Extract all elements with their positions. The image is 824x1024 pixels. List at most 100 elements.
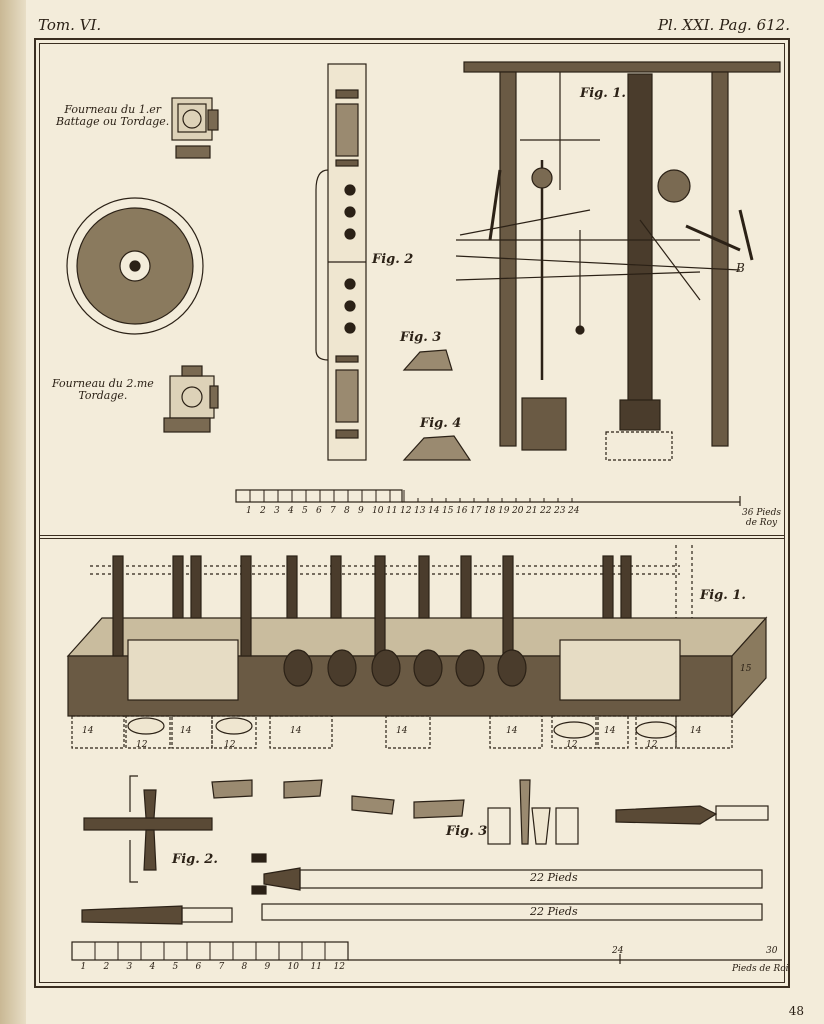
chisel-pieces xyxy=(211,779,465,819)
bottom-fig2-cross xyxy=(83,775,213,883)
bin-mark: 14 xyxy=(396,726,408,736)
bin-mark: 14 xyxy=(506,726,518,736)
bottom-scale-number: 2 xyxy=(103,962,110,972)
top-scale-number: 2 xyxy=(260,506,266,516)
egg-pot xyxy=(371,649,401,687)
fig1-machine-drawing xyxy=(455,61,781,461)
top-scale-number: 3 xyxy=(274,506,280,516)
furnace-2-drawing xyxy=(163,365,219,433)
crucible xyxy=(172,555,184,619)
bottom-fig3-tongs xyxy=(487,779,579,845)
bin-mark: 12 xyxy=(566,740,578,750)
bottom-scale-bar xyxy=(71,941,782,964)
top-scale-number: 11 xyxy=(386,506,398,516)
egg-pots-row xyxy=(283,649,527,687)
top-scale-number: 10 xyxy=(372,506,384,516)
dashed-bin xyxy=(489,715,543,749)
dashed-bin xyxy=(171,715,213,749)
fig3-wedge xyxy=(402,349,453,371)
top-scale-number: 7 xyxy=(330,506,336,516)
bin-mark: 12 xyxy=(136,740,148,750)
knife-tool xyxy=(615,805,769,825)
fig4-wedge xyxy=(402,435,472,461)
egg-pot xyxy=(497,649,527,687)
page-number: 48 xyxy=(788,1004,804,1018)
bin-mark: 12 xyxy=(646,740,658,750)
top-scale-number: 16 xyxy=(456,506,468,516)
top-scale-number: 4 xyxy=(288,506,294,516)
crucible xyxy=(460,555,472,619)
bottom-scale-unit: Pieds de Roi xyxy=(732,964,789,974)
long-rods xyxy=(81,853,763,925)
bin-mark: 14 xyxy=(290,726,302,736)
top-scale-number: 17 xyxy=(470,506,482,516)
bin-mark: 14 xyxy=(604,726,616,736)
bottom-scale-mid: 24 xyxy=(612,946,624,956)
plate-label: Pl. XXI. Pag. 612. xyxy=(657,16,790,34)
rod1-length-label: 22 Pieds xyxy=(530,871,578,884)
dashed-bin xyxy=(597,715,629,749)
bottom-scale-number: 12 xyxy=(333,962,345,972)
point-b-label: B xyxy=(736,261,745,275)
furnace-1-caption: Fourneau du 1.er Battage ou Tordage. xyxy=(56,103,170,128)
crucibles-row xyxy=(112,555,632,657)
egg-pot xyxy=(327,649,357,687)
bin-mark: 15 xyxy=(740,664,752,674)
top-scale-number: 22 xyxy=(540,506,552,516)
bottom-scale-number: 11 xyxy=(310,962,322,972)
inner-frame xyxy=(39,43,785,983)
top-fig3-label: Fig. 3 xyxy=(400,330,442,345)
crucible xyxy=(374,555,386,657)
top-scale-number: 9 xyxy=(358,506,364,516)
crucible xyxy=(620,555,632,619)
tome-label: Tom. VI. xyxy=(38,16,102,34)
bottom-scale-number: 10 xyxy=(287,962,299,972)
crucible xyxy=(418,555,430,619)
egg-pot xyxy=(413,649,443,687)
dashed-bin xyxy=(269,715,333,749)
top-scale-number: 19 xyxy=(498,506,510,516)
top-scale-number: 24 xyxy=(568,506,580,516)
top-scale-number: 21 xyxy=(526,506,538,516)
top-scale-number: 8 xyxy=(344,506,350,516)
rollers xyxy=(127,717,677,739)
top-scale-number: 20 xyxy=(512,506,524,516)
bin-mark: 14 xyxy=(82,726,94,736)
top-scale-number: 13 xyxy=(414,506,426,516)
crucible xyxy=(190,555,202,619)
egg-pot xyxy=(283,649,313,687)
bottom-scale-number: 8 xyxy=(241,962,248,972)
furnace-2-caption: Fourneau du 2.me Tordage. xyxy=(52,377,154,402)
bin-mark: 12 xyxy=(224,740,236,750)
top-fig1-label: Fig. 1. xyxy=(580,86,626,101)
furnace-1-drawing xyxy=(171,97,219,159)
bottom-scale-number: 1 xyxy=(80,962,87,972)
round-disk-drawing xyxy=(66,197,204,335)
bin-mark: 14 xyxy=(690,726,702,736)
bottom-scale-number: 9 xyxy=(264,962,271,972)
top-scale-number: 23 xyxy=(554,506,566,516)
top-scale-unit: 36 Pieds de Roy xyxy=(742,508,781,528)
outer-frame xyxy=(34,38,790,988)
bottom-scale-number: 3 xyxy=(126,962,133,972)
top-scale-number: 15 xyxy=(442,506,454,516)
bottom-fig3-label: Fig. 3 xyxy=(446,824,488,839)
crucible xyxy=(240,555,252,657)
crucible xyxy=(602,555,614,619)
crucible xyxy=(330,555,342,619)
egg-pot xyxy=(455,649,485,687)
top-scale-bar xyxy=(235,489,741,506)
bottom-scale-number: 5 xyxy=(172,962,179,972)
bottom-scale-number: 4 xyxy=(149,962,156,972)
top-scale-number: 5 xyxy=(302,506,308,516)
top-scale-number: 18 xyxy=(484,506,496,516)
bottom-scale-number: 6 xyxy=(195,962,202,972)
dashed-bin xyxy=(71,715,125,749)
dashed-bin xyxy=(675,715,733,749)
crucible xyxy=(502,555,514,657)
crucible xyxy=(286,555,298,619)
top-scale-number: 1 xyxy=(246,506,252,516)
